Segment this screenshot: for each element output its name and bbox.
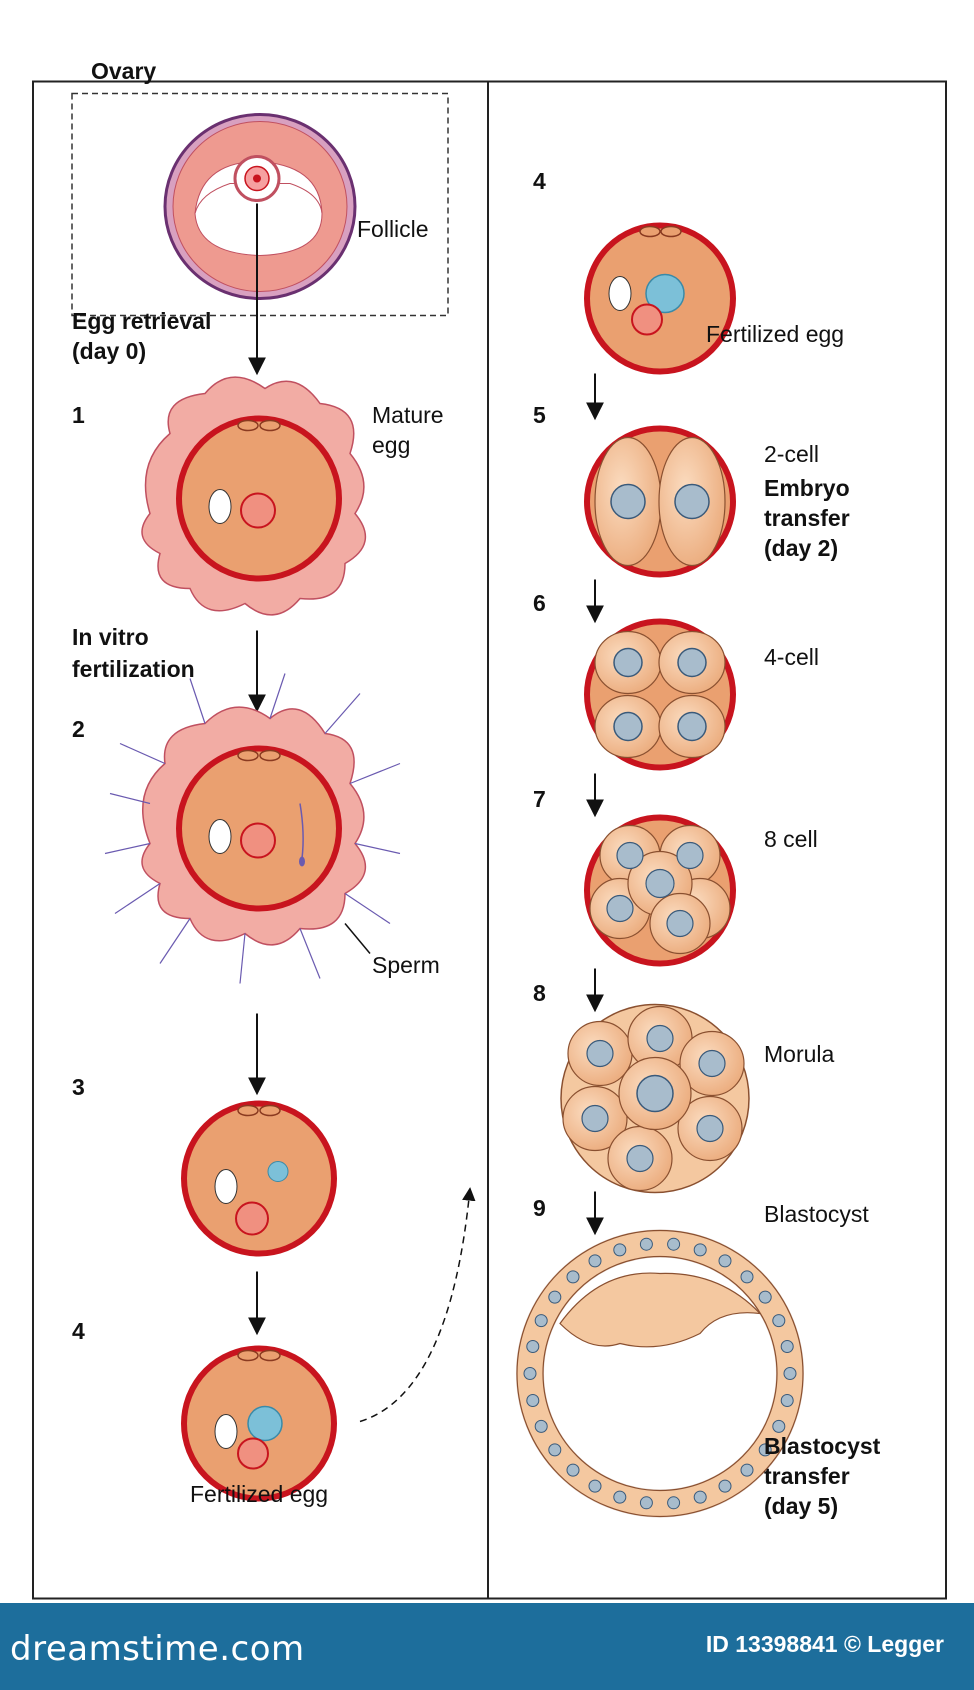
blastocyst-cell-nucleus: [758, 1290, 772, 1304]
fertilized-egg-right-label: Fertilized egg: [706, 321, 845, 347]
blastocyst-cell-nucleus: [523, 1367, 537, 1380]
blastocyst-cell-nucleus: [758, 1443, 772, 1457]
blastocyst-cell-nucleus: [780, 1340, 794, 1353]
blastocyst-cell-nucleus: [588, 1254, 602, 1268]
footer-brand: dreamstime.com: [10, 1629, 305, 1669]
step-8-number: 8: [533, 980, 546, 1006]
embryo-transfer-label: Embryo: [764, 475, 850, 501]
embryo-transfer-day-label: (day 2): [764, 535, 839, 561]
blastocyst-cell-nucleus: [667, 1237, 681, 1251]
mature-egg-illustration: [141, 376, 367, 616]
two-cell-label: 2-cell: [764, 441, 819, 467]
morula-label: Morula: [764, 1041, 835, 1067]
blastocyst-cell-nucleus: [693, 1243, 707, 1257]
blastocyst-cell-nucleus: [740, 1270, 754, 1284]
blastocyst-cell-nucleus: [639, 1237, 653, 1251]
blastocyst-transfer-day-label: (day 5): [764, 1493, 839, 1519]
step4-left-egg: [181, 1345, 337, 1502]
blastocyst-label: Blastocyst: [764, 1201, 869, 1227]
blastocyst-cell-nucleus: [526, 1340, 540, 1353]
morula-illustration: [560, 1003, 750, 1194]
mature-egg-label: egg: [372, 432, 411, 458]
step-6-number: 6: [533, 590, 546, 616]
four-cell-label: 4-cell: [764, 644, 819, 670]
blastocyst-cell-nucleus: [667, 1496, 681, 1510]
blastocyst-cell-nucleus: [780, 1394, 794, 1407]
fertilized-egg-left-label: Fertilized egg: [190, 1481, 329, 1507]
egg-retrieval-day-label: (day 0): [72, 338, 147, 364]
blastocyst-cell-nucleus: [588, 1479, 602, 1493]
blastocyst-cell-nucleus: [772, 1419, 786, 1433]
blastocyst-cell-nucleus: [566, 1270, 580, 1284]
ivf-fertilization-label: fertilization: [72, 656, 195, 682]
blastocyst-cell-nucleus: [534, 1314, 548, 1328]
step-4-left-number: 4: [72, 1318, 85, 1344]
embryo-transfer-label-2: transfer: [764, 505, 850, 531]
sperm-egg-illustration: [104, 673, 401, 984]
watermark-footer: dreamstime.com ID 13398841 © Legger: [0, 1603, 974, 1690]
mature-label: Mature: [372, 402, 444, 428]
step-2-number: 2: [72, 716, 85, 742]
blastocyst-cell-nucleus: [548, 1290, 562, 1304]
footer-credit: ID 13398841 © Legger: [705, 1631, 944, 1657]
four-cell-embryo: [584, 618, 736, 771]
egg-retrieval-label: Egg retrieval: [72, 308, 212, 334]
step-1-number: 1: [72, 402, 85, 428]
step-3-number: 3: [72, 1074, 85, 1100]
right-panel-frame: [487, 80, 947, 1600]
sperm-pointer: [344, 923, 371, 954]
step4-right-egg: [584, 222, 736, 375]
blastocyst-cell-nucleus: [783, 1367, 797, 1380]
sperm-label: Sperm: [372, 952, 440, 978]
two-cell-embryo: [584, 425, 736, 578]
blastocyst-cell-nucleus: [566, 1463, 580, 1477]
blastocyst-transfer-label: Blastocyst: [764, 1433, 881, 1459]
step-4-right-number: 4: [533, 168, 546, 194]
blastocyst-illustration: [516, 1229, 804, 1518]
step-5-number: 5: [533, 402, 546, 428]
eight-cell-embryo: [584, 814, 736, 967]
ovary-box: [71, 92, 449, 317]
blastocyst-cell-nucleus: [718, 1479, 732, 1493]
transfer-dashed-arrow: [359, 1187, 476, 1423]
ovary-label: Ovary: [91, 58, 157, 84]
step-9-number: 9: [533, 1195, 546, 1221]
blastocyst-cell-nucleus: [639, 1496, 653, 1510]
blastocyst-cell-nucleus: [718, 1254, 732, 1268]
follicle-label: Follicle: [357, 216, 429, 242]
blastocyst-cell-nucleus: [772, 1314, 786, 1328]
blastocyst-cell-nucleus: [693, 1490, 707, 1504]
eight-cell-label: 8 cell: [764, 826, 818, 852]
blastocyst-transfer-label-2: transfer: [764, 1463, 850, 1489]
blastocyst-cell-nucleus: [548, 1443, 562, 1457]
blastocyst-cell-nucleus: [613, 1490, 627, 1504]
blastocyst-cell-nucleus: [740, 1463, 754, 1477]
blastocyst-cell-nucleus: [534, 1419, 548, 1433]
step-7-number: 7: [533, 786, 546, 812]
ovary-illustration: [163, 113, 357, 300]
ivf-label: In vitro: [72, 624, 149, 650]
blastocyst-cell-nucleus: [613, 1243, 627, 1257]
blastocyst-cell-nucleus: [526, 1394, 540, 1407]
step3-egg: [181, 1100, 337, 1257]
